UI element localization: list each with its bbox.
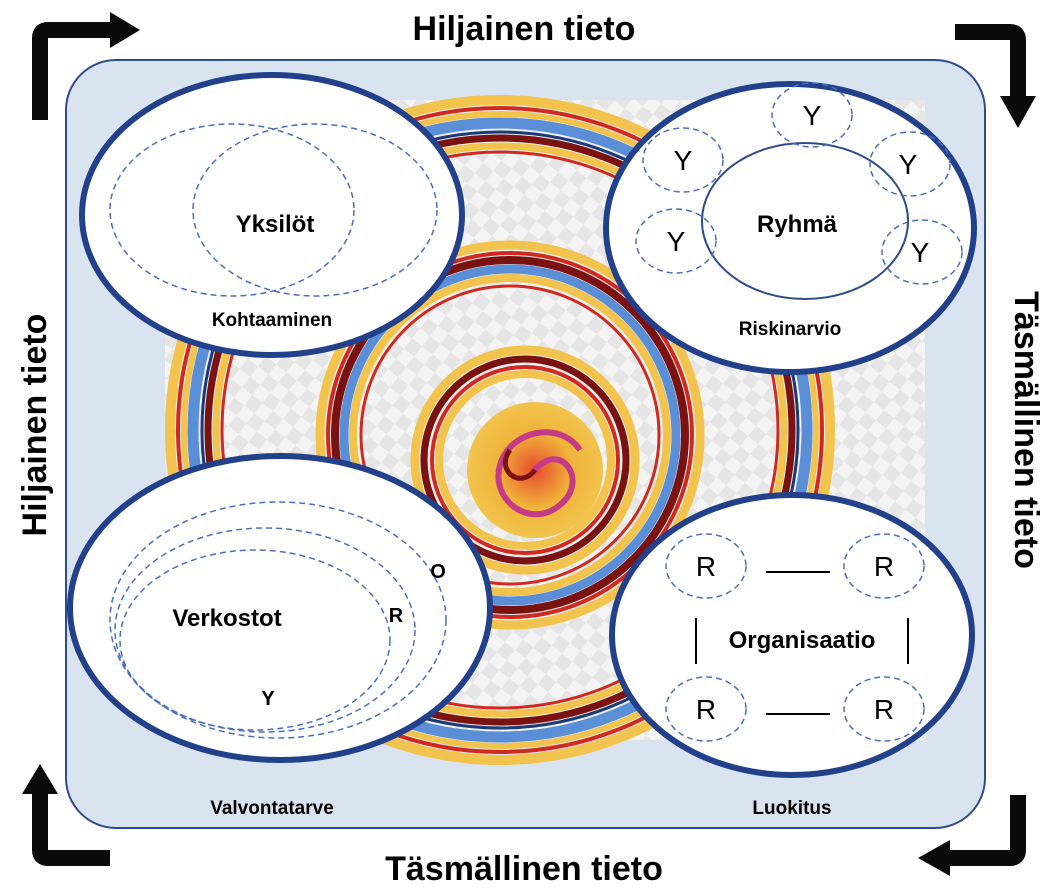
group-member-lower-left: Y [635,208,717,274]
network-dashed-middle [114,527,416,733]
svg-text:R: R [696,694,716,725]
ryhma-title: Ryhmä [757,211,838,238]
org-role-bottom-right: R [843,676,925,742]
svg-text:R: R [696,551,716,582]
arrow-top-left-icon [32,12,140,120]
svg-text:R: R [874,694,894,725]
quadrant-ryhma: Y Y Y Y Y Ryhmä Riskinarvio [603,81,977,375]
network-label-o: O [430,561,446,583]
network-label-r: R [389,605,404,627]
org-role-top-right: R [843,533,925,599]
ryhma-inner-circle [701,142,909,300]
group-member-lower-right: Y [881,219,963,285]
individual-dashed-circle-left [109,123,355,297]
network-label-y: Y [261,688,275,710]
network-dashed-outer [109,501,447,739]
kohtaaminen-caption: Kohtaaminen [212,310,332,331]
svg-text:Y: Y [899,149,918,180]
group-member-upper-right: Y [869,131,951,197]
group-member-top: Y [771,82,853,148]
network-dashed-inner [119,549,391,731]
quadrant-verkostot: Verkostot O R Y Valvontatarve [67,453,493,819]
edge-label-bottom: Täsmällinen tieto [385,850,663,888]
quadrant-organisaatio: R R R R Organisaatio Luokitus [609,492,975,819]
organisaatio-title: Organisaatio [729,627,876,654]
svg-text:Y: Y [911,237,930,268]
svg-text:Y: Y [667,226,686,257]
riskinarvio-caption: Riskinarvio [739,319,841,340]
svg-text:Y: Y [803,100,822,131]
svg-text:Y: Y [674,145,693,176]
edge-label-top: Hiljainen tieto [413,10,636,48]
arrow-top-right-icon [955,24,1036,128]
yksilot-ellipse [79,72,465,358]
arrow-bottom-right-icon [918,795,1026,876]
luokitus-caption: Luokitus [752,798,831,819]
edge-label-right: Täsmällinen tieto [1007,291,1045,569]
org-role-top-left: R [665,533,747,599]
org-role-bottom-left: R [665,676,747,742]
arrow-bottom-left-icon [22,764,110,866]
edge-label-left: Hiljainen tieto [16,314,54,537]
verkostot-title: Verkostot [172,605,281,632]
verkostot-ellipse [67,453,493,763]
yksilot-title: Yksilöt [236,211,315,238]
valvontatarve-caption: Valvontatarve [210,798,334,819]
group-member-upper-left: Y [642,127,724,193]
quadrant-yksilot: Yksilöt Kohtaaminen [79,72,465,358]
svg-text:R: R [874,551,894,582]
individual-dashed-circle-right [192,123,438,297]
ryhma-ellipse [603,81,977,375]
organisaatio-ellipse [609,492,975,778]
